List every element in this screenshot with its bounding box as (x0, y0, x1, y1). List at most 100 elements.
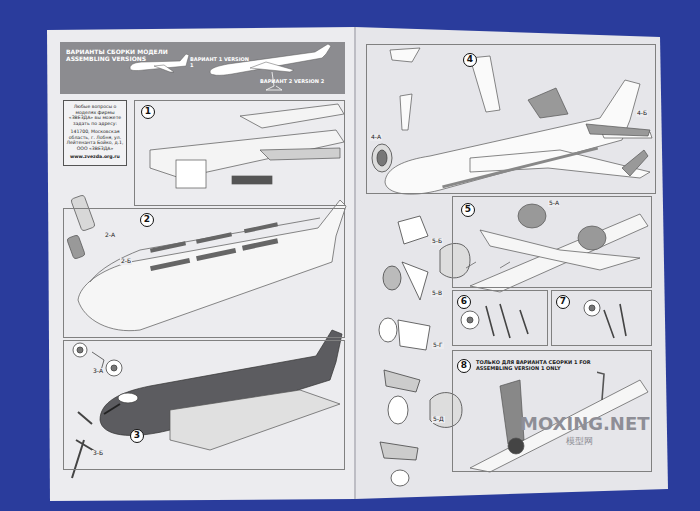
step-panel: 3 (63, 340, 345, 470)
part-callout: 3-Б (92, 450, 104, 457)
gear-details (467, 317, 473, 323)
wing-underside (518, 204, 546, 228)
step-number: 1 (141, 105, 155, 119)
watermark: MOXING.NET (520, 414, 649, 434)
landing-gear-parts (77, 347, 83, 353)
gear-details (461, 311, 479, 329)
wing-parts (176, 160, 206, 188)
wing-parts (260, 148, 340, 160)
address-text: Любые вопросы о моделях фирмы «ЗВЕЗДА» в… (66, 104, 124, 127)
wing-parts (150, 104, 344, 188)
step-number: 8 (457, 359, 471, 373)
fuselage-assembled (104, 404, 120, 414)
part-callout: 2-Б (120, 258, 132, 265)
fuselage-halves (244, 222, 278, 233)
aircraft-silhouette (154, 65, 174, 72)
glue-tube (71, 195, 96, 232)
landing-gear-parts (72, 412, 96, 478)
part-callout: 2-А (104, 232, 116, 239)
wing-underside (466, 262, 510, 268)
booklet-pages (354, 27, 356, 499)
header-title: ВАРИАНТЫ СБОРКИ МОДЕЛИ ASSEMBLING VERSIO… (66, 48, 176, 62)
part-callout: 5-В (431, 290, 443, 297)
header-band: ВАРИАНТЫ СБОРКИ МОДЕЛИ ASSEMBLING VERSIO… (60, 42, 345, 94)
step-panel: 6 (452, 290, 548, 346)
landing-gear-parts (72, 343, 138, 478)
booklet-pages (47, 27, 355, 501)
engine-parts (377, 150, 387, 166)
engine-parts (440, 243, 470, 277)
engine-parts (379, 318, 397, 342)
gear-details (486, 304, 528, 338)
wing-underside (480, 230, 640, 270)
aircraft-assembled (400, 94, 412, 130)
fuselage-assembled (170, 390, 340, 450)
part-callout: 4-Б (636, 110, 648, 117)
part-callout: 3-А (92, 368, 104, 375)
part-callout: 4-А (370, 134, 382, 141)
version-label: ВАРИАНТ 1 VERSION 1 (190, 56, 250, 68)
aircraft-assembled (385, 48, 652, 194)
engine-parts (402, 262, 428, 300)
aircraft-assembled (586, 124, 650, 136)
engine-parts (388, 396, 408, 424)
landing-gear-parts (73, 343, 87, 357)
part-callout: 5-А (548, 200, 560, 207)
fuselage-halves (150, 222, 278, 271)
step-number: 3 (130, 429, 144, 443)
glue-tube (67, 195, 96, 260)
landing-gear-parts (118, 393, 138, 403)
address-text: www.zvezda.org.ru (66, 154, 124, 160)
gear-details (604, 304, 626, 338)
address-box: Любые вопросы о моделях фирмы «ЗВЕЗДА» в… (63, 100, 127, 166)
gear-installation (508, 438, 524, 454)
gear-details (461, 300, 626, 338)
gear-installation (500, 380, 524, 444)
wing-parts (240, 104, 344, 128)
gear-installation (596, 372, 604, 400)
part-callout: 5-Д (432, 416, 445, 423)
fuselage-halves (78, 200, 346, 331)
step-panel: 1 (134, 100, 345, 206)
booklet-pages (47, 27, 668, 501)
booklet-pages (355, 27, 668, 499)
step-panel: 8 ТОЛЬКО ДЛЯ ВАРИАНТА СБОРКИ 1 FOR ASSEMB… (452, 350, 652, 472)
engine-parts (384, 370, 420, 392)
step-panel: 4 (366, 44, 656, 194)
fuselage-halves (90, 218, 320, 282)
fuselage-halves (150, 258, 190, 271)
engine-parts (372, 144, 392, 172)
part-callout: 5-Б (431, 238, 443, 245)
aircraft-assembled (385, 80, 640, 194)
fuselage-halves (196, 232, 232, 243)
step-panel: 7 (551, 290, 652, 346)
step-number: 4 (463, 53, 477, 67)
wing-underside (470, 214, 648, 292)
engine-parts (391, 470, 409, 486)
aircraft-assembled (622, 150, 648, 176)
step-number: 5 (461, 203, 475, 217)
engine-parts (398, 216, 428, 244)
landing-gear-parts (106, 360, 122, 376)
version-label: ВАРИАНТ 2 VERSION 2 (260, 78, 340, 84)
watermark: 模型网 (566, 437, 593, 447)
wing-underside (466, 204, 648, 292)
engine-parts (383, 266, 401, 290)
aircraft-silhouette (250, 62, 294, 72)
engine-parts (430, 393, 462, 428)
part-callout: 5-Г (432, 342, 444, 349)
wing-underside (578, 226, 606, 250)
gear-details (584, 300, 600, 316)
aircraft-assembled (442, 147, 598, 189)
landing-gear-parts (111, 365, 117, 371)
aircraft-assembled (528, 88, 568, 118)
engine-parts (380, 442, 418, 460)
aircraft-assembled (442, 147, 598, 189)
step-note: ТОЛЬКО ДЛЯ ВАРИАНТА СБОРКИ 1 FOR ASSEMBL… (475, 358, 597, 373)
step-number: 2 (140, 213, 154, 227)
step-number: 6 (457, 295, 471, 309)
fuselage-halves (78, 200, 346, 331)
step-number: 7 (556, 295, 570, 309)
engine-parts (398, 320, 430, 350)
